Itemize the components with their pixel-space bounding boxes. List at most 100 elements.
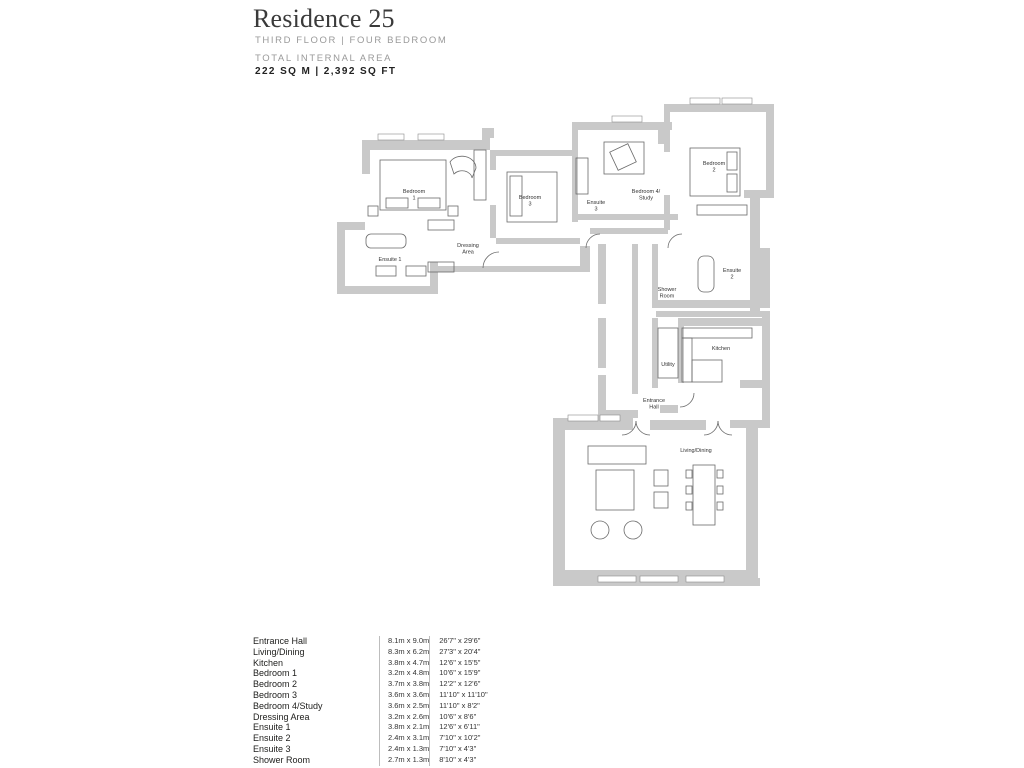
- wall: [598, 318, 606, 368]
- window: [689, 97, 721, 105]
- window: [721, 97, 753, 105]
- wardrobe: [427, 261, 455, 273]
- schedule-room: Kitchen: [253, 657, 284, 668]
- walls: [337, 97, 774, 586]
- kitchen-counter: [681, 327, 753, 339]
- pillow: [726, 173, 738, 193]
- pillow: [385, 197, 409, 209]
- schedule-room: Shower Room: [253, 754, 311, 765]
- window: [599, 414, 621, 422]
- schedule-metric: 8.3m x 6.2m: [378, 646, 430, 658]
- wardrobe: [473, 149, 487, 201]
- wall: [660, 405, 678, 413]
- wall: [664, 104, 772, 112]
- pillow: [509, 175, 523, 217]
- schedule-room: Bedroom 2: [253, 679, 298, 690]
- schedule-imperial: 8'10" x 4'3": [429, 754, 488, 766]
- schedule-imperial: 11'10" x 11'10": [429, 689, 488, 701]
- label-utility: Utility: [661, 362, 675, 368]
- label-ensuite1: Ensuite 1: [379, 257, 402, 263]
- wall: [598, 410, 638, 418]
- schedule-imperial: 10'6" x 15'9": [429, 668, 488, 680]
- window: [377, 133, 405, 141]
- desk: [603, 141, 645, 175]
- schedule-room: Bedroom 4/Study: [253, 700, 323, 711]
- schedule-imperial: 12'6" x 15'5": [429, 657, 488, 669]
- schedule-room: Living/Dining: [253, 646, 305, 657]
- schedule-room: Dressing Area: [253, 711, 310, 722]
- bedside-table: [447, 205, 459, 217]
- window: [639, 575, 679, 583]
- schedule-metric: 3.6m x 3.6m: [378, 689, 430, 701]
- wall: [650, 420, 706, 430]
- armchair: [653, 491, 669, 509]
- schedule-metric: 3.6m x 2.5m: [378, 700, 430, 712]
- label-kitchen: Kitchen: [712, 346, 730, 352]
- wall: [758, 248, 770, 308]
- armchair: [623, 520, 643, 540]
- schedule-room: Bedroom 3: [253, 689, 298, 700]
- schedule-metric: 2.4m x 1.3m: [378, 743, 430, 755]
- window: [597, 575, 637, 583]
- bedside-table: [367, 205, 379, 217]
- wall: [572, 122, 672, 130]
- dining-chair: [685, 501, 693, 511]
- wall: [496, 238, 580, 244]
- wall: [598, 244, 606, 304]
- wall: [656, 311, 766, 317]
- schedule-imperial: 26'7" x 29'6": [429, 636, 488, 647]
- schedule-imperial: 10'6" x 8'6": [429, 711, 488, 723]
- wall: [598, 375, 606, 418]
- door-swing: [667, 233, 683, 249]
- rug: [595, 469, 635, 511]
- dining-chair: [716, 469, 724, 479]
- wall: [362, 140, 490, 150]
- wall: [652, 318, 658, 388]
- bed-1: [379, 159, 447, 211]
- wall: [678, 318, 684, 383]
- wardrobe: [575, 157, 589, 195]
- wall: [746, 420, 758, 585]
- wall: [572, 122, 578, 222]
- pillow: [726, 151, 738, 171]
- kitchen-island: [691, 359, 723, 383]
- label-living: Living/Dining: [680, 448, 712, 454]
- wall: [337, 222, 345, 292]
- bed-2: [689, 147, 741, 197]
- schedule-imperial: 7'10" x 4'3": [429, 743, 488, 755]
- basin: [405, 265, 427, 277]
- door-swing: [717, 420, 733, 436]
- schedule-room: Bedroom 1: [253, 668, 298, 679]
- utility-units: [657, 327, 679, 379]
- wall: [553, 570, 758, 580]
- wardrobe: [427, 219, 455, 231]
- wall: [766, 104, 774, 194]
- wall: [678, 318, 762, 326]
- schedule-room: Ensuite 3: [253, 743, 291, 754]
- schedule-imperial: 12'2" x 12'6": [429, 679, 488, 690]
- floor-info: THIRD FLOOR | FOUR BEDROOM: [255, 35, 448, 46]
- wall: [762, 311, 770, 426]
- basin: [375, 265, 397, 277]
- label-bedroom4: Bedroom 4/Study: [632, 189, 661, 202]
- dining-table: [692, 464, 716, 526]
- bathtub: [697, 255, 715, 293]
- wall: [744, 190, 774, 198]
- wall: [664, 112, 670, 152]
- door-swing: [635, 420, 651, 436]
